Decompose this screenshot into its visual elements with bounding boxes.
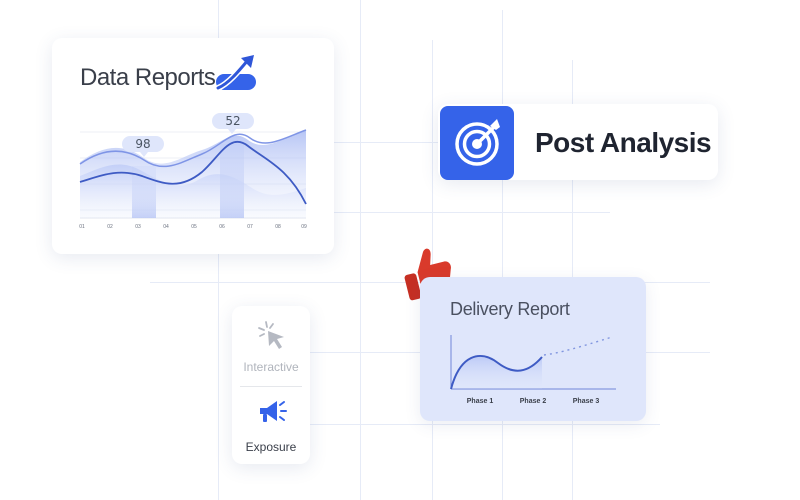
delivery-report-title: Delivery Report [450,299,570,319]
grid-line [150,142,650,143]
post-analysis-title: Post Analysis [535,127,712,158]
cursor-click-icon[interactable] [257,320,287,352]
month-label: 03 [135,224,141,230]
month-label: 05 [191,224,197,230]
post-analysis-icon-box [440,106,514,180]
target-icon [455,119,500,166]
month-label: 08 [275,224,281,230]
callout-bubble-52: 52 [212,113,254,134]
month-label: 02 [107,224,113,230]
phase-label: Phase 2 [520,398,547,405]
data-reports-card: Data Reports [52,38,334,254]
grid-line [360,0,361,500]
growth-arrow-icon [215,55,256,91]
delivery-area [451,355,542,389]
month-label: 09 [301,224,307,230]
callout-label: 98 [135,137,150,151]
area-series-front [80,164,306,218]
delivery-report-chart: Phase 1 Phase 2 Phase 3 [450,335,616,405]
month-label: 04 [163,224,169,230]
interactive-label: Interactive [243,360,299,374]
phase-label: Phase 3 [573,398,600,405]
engagement-card: Interactive Exposure [232,306,310,464]
month-label: 07 [247,224,253,230]
callout-bubble-98: 98 [122,136,164,157]
grid-line [240,212,610,213]
phase-label: Phase 1 [467,398,494,405]
line-series-secondary [79,129,307,168]
delivery-curve [450,354,543,390]
post-analysis-card[interactable]: Post Analysis [438,104,718,180]
megaphone-icon[interactable] [255,396,287,426]
data-reports-title: Data Reports [80,64,216,91]
month-label: 06 [219,224,225,230]
delivery-projection [543,336,613,356]
exposure-label: Exposure [245,440,297,454]
delivery-report-card: Delivery Report Phase 1 Phase 2 Phase 3 [420,277,646,421]
grid-line [502,10,503,500]
month-label: 01 [79,224,85,230]
data-reports-chart: 98 52 01 02 03 04 05 06 07 08 09 [79,113,307,230]
callout-label: 52 [225,114,240,128]
x-axis-labels: 01 02 03 04 05 06 07 08 09 [79,224,307,230]
line-series-primary [79,140,307,205]
grid-line [240,424,660,425]
divider [240,386,302,387]
